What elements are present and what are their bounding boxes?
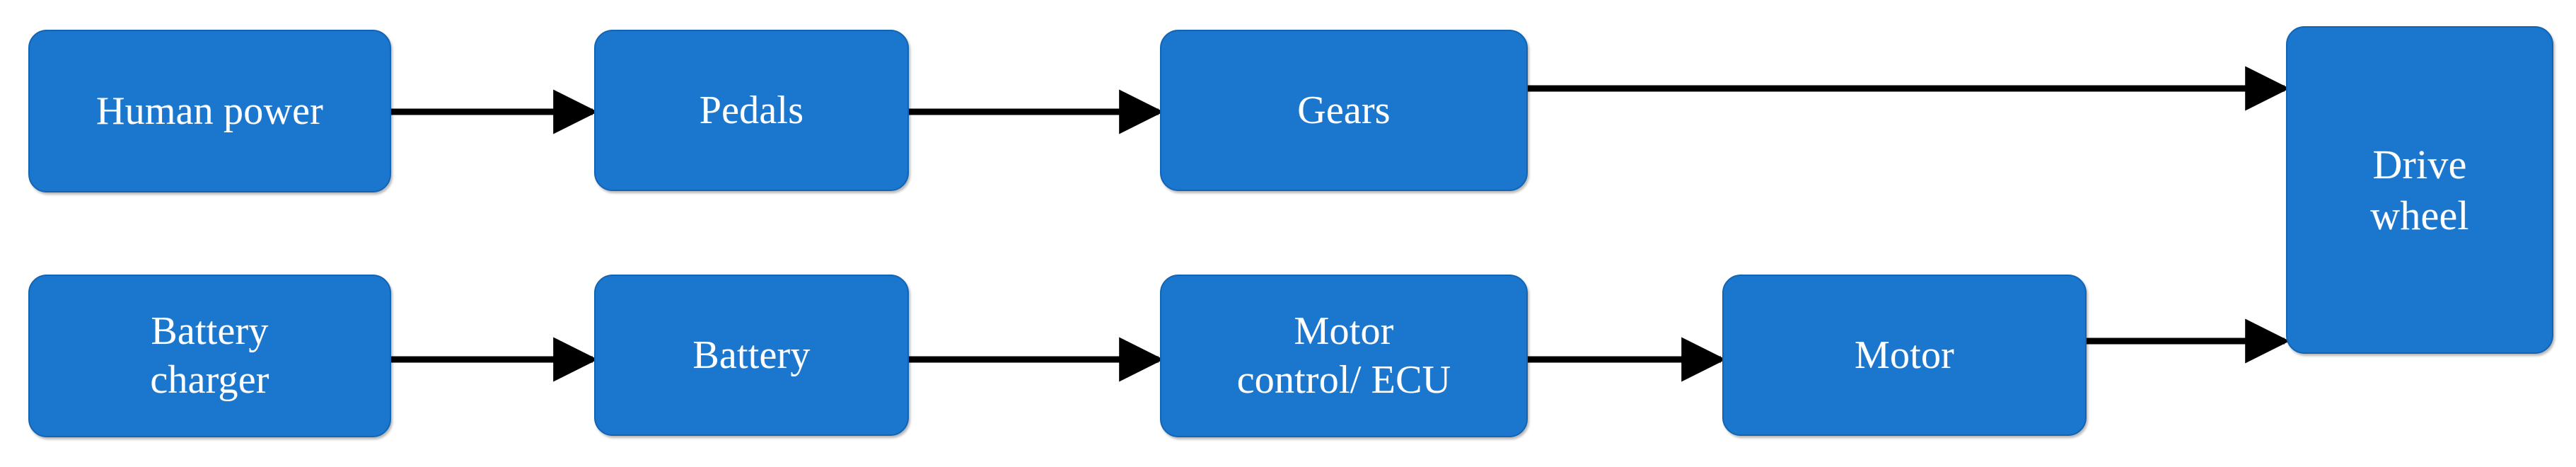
node-battery[interactable]: Battery [594,275,909,436]
node-drive-wheel[interactable]: Drive wheel [2286,26,2553,354]
node-pedals[interactable]: Pedals [594,30,909,191]
node-label-human-power: Human power [95,88,323,133]
node-label-motor: Motor [1855,333,1954,377]
node-label-motor-control-ecu: Motor control/ ECU [1236,309,1451,402]
node-label-pedals: Pedals [699,88,804,132]
node-label-battery-charger: Battery charger [150,309,269,402]
node-motor-control-ecu[interactable]: Motor control/ ECU [1160,275,1528,437]
node-label-drive-wheel: Drive wheel [2370,141,2469,238]
node-label-gears: Gears [1297,88,1391,132]
node-label-battery: Battery [692,333,811,377]
node-battery-charger[interactable]: Battery charger [28,275,391,437]
node-gears[interactable]: Gears [1160,30,1528,191]
node-motor[interactable]: Motor [1722,275,2087,436]
node-human-power[interactable]: Human power [28,30,391,192]
